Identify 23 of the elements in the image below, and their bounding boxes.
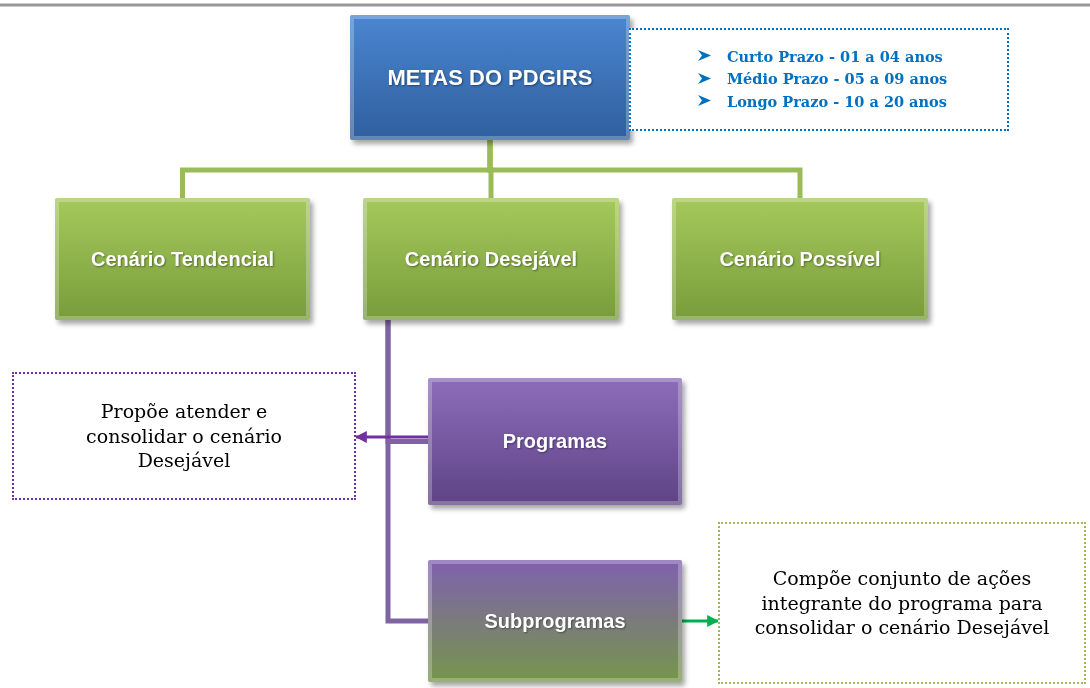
note-text: Compõe conjunto de ações integrante do programa para consolidar o cenário Desejável bbox=[753, 565, 1051, 641]
connector-line bbox=[385, 320, 428, 624]
goal-box bbox=[350, 15, 630, 140]
note-box bbox=[718, 522, 1086, 684]
timeframe-text: Curto Prazo - 01 a 04 anos bbox=[727, 46, 943, 67]
scenario-box bbox=[672, 198, 928, 320]
subprogram-box bbox=[428, 560, 682, 682]
box-label: Cenário Tendencial bbox=[91, 247, 274, 271]
timeframe-box bbox=[629, 28, 1009, 131]
box-label: Cenário Desejável bbox=[404, 247, 578, 271]
arrow bbox=[682, 615, 720, 627]
program-box bbox=[428, 378, 682, 505]
timeframe-text: Médio Prazo - 05 a 09 anos bbox=[727, 69, 948, 90]
scenario-box bbox=[55, 198, 310, 320]
note-text: Propõe atender e consolidar o cenário Desejável bbox=[85, 398, 283, 474]
box-label: METAS DO PDGIRS bbox=[387, 64, 593, 91]
scenario-box bbox=[363, 198, 619, 320]
box-label: Cenário Possível bbox=[719, 247, 881, 271]
note-box bbox=[12, 372, 356, 500]
connector-line bbox=[487, 140, 803, 198]
box-label: Subprogramas bbox=[484, 609, 626, 633]
box-label: Programas bbox=[502, 430, 608, 453]
timeframe-text: Longo Prazo - 10 a 20 anos bbox=[727, 91, 947, 112]
